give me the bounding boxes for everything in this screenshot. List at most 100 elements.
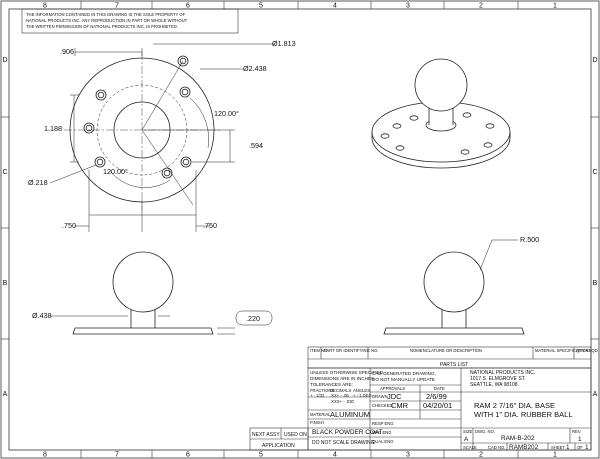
date-label: DATE bbox=[434, 386, 445, 391]
tolerance-fractions-value: + - 1/32 bbox=[310, 393, 325, 398]
front-ball bbox=[112, 251, 174, 313]
dim-angle-bottom: 120.00° bbox=[103, 167, 128, 176]
cad-no-label: CAD NO. bbox=[488, 445, 505, 450]
tolerance-line: UNLESS OTHERWISE SPECIFIED bbox=[310, 370, 384, 375]
of-label: OF bbox=[577, 445, 583, 450]
finish-label: FINISH bbox=[310, 420, 324, 425]
zone-row-label: D bbox=[592, 57, 597, 64]
zone-col-label: 5 bbox=[259, 452, 263, 459]
tolerance-decimals-value: .XX+ - .06 bbox=[330, 393, 349, 398]
of-value: 1 bbox=[585, 444, 589, 451]
top-view bbox=[49, 43, 275, 232]
front-view bbox=[50, 251, 273, 335]
zone-row-label: A bbox=[3, 391, 8, 398]
tolerance-angles-value: + - 1 DEG bbox=[353, 393, 372, 398]
company-name: NATIONAL PRODUCTS INC. bbox=[470, 370, 535, 376]
tolerance-angles-label: ANGLES bbox=[353, 388, 370, 393]
zone-col-label: 1 bbox=[553, 452, 557, 459]
parts-list-title: PARTS LIST bbox=[440, 362, 468, 368]
zone-col-label: 8 bbox=[43, 452, 47, 459]
notice-line: THE INFORMATION CONTAINED IN THIS DRAWIN… bbox=[26, 12, 186, 17]
front-base bbox=[72, 327, 214, 335]
dim-base-dia: Ø2.438 bbox=[243, 64, 267, 73]
qual-eng-label: QUAL ENG bbox=[372, 439, 394, 444]
company-address: 1017 S. ELMGROVE ST. bbox=[470, 376, 526, 382]
zone-col-label: 4 bbox=[333, 3, 337, 10]
title-block: UNLESS OTHERWISE SPECIFIED DIMENSIONS AR… bbox=[249, 367, 592, 451]
isometric-view bbox=[371, 58, 511, 169]
proprietary-notice: THE INFORMATION CONTAINED IN THIS DRAWIN… bbox=[21, 8, 239, 34]
drawing-title: RAM 2 7/16" DIA. BASE bbox=[474, 401, 555, 410]
used-on-label: USED ON bbox=[284, 432, 307, 438]
dim-ball-radius: R.500 bbox=[520, 235, 539, 244]
application-label: APPLICATION bbox=[262, 443, 295, 449]
dim-hole-spacing: 1.188 bbox=[44, 124, 62, 133]
zone-labels-bottom: 8 7 6 5 4 3 2 1 bbox=[43, 452, 557, 459]
dim-neck-dia: Ø.438 bbox=[32, 311, 52, 320]
dim-base-thickness: .220 bbox=[246, 314, 260, 323]
cad-note: DO NOT MANUALLY UPDATE bbox=[372, 377, 435, 382]
col-qty: QTY REQD bbox=[576, 348, 598, 353]
zone-col-label: 7 bbox=[115, 3, 119, 10]
checked-by: CMR bbox=[391, 401, 409, 410]
resp-eng-label: RESP ENG bbox=[372, 421, 394, 426]
checked-date: 04/20/01 bbox=[423, 401, 452, 410]
material-label: MATERIAL bbox=[310, 412, 331, 417]
zone-col-label: 3 bbox=[406, 3, 410, 10]
col-material: MATERIAL SPECIFICATION bbox=[535, 348, 588, 353]
zone-col-label: 2 bbox=[479, 452, 483, 459]
dim-hole-circle-dia: Ø1.813 bbox=[272, 39, 296, 48]
size-label: SIZE bbox=[463, 429, 473, 434]
zone-col-label: 2 bbox=[479, 3, 483, 10]
dwg-no-label: DWG. NO. bbox=[475, 429, 495, 434]
dim-offset-right: .594 bbox=[249, 141, 263, 150]
dim-angle-right: 120.00° bbox=[214, 109, 239, 118]
sheet-label: SHEET bbox=[551, 445, 565, 450]
tolerance-fractions-label: FRACTIONS bbox=[310, 388, 334, 393]
do-not-scale-note: DO NOT SCALE DRAWING bbox=[312, 440, 375, 446]
zone-labels-top: 8 7 6 5 4 3 2 1 bbox=[43, 3, 557, 10]
top-view-dimensions: .906 Ø1.813 Ø2.438 120.00° 1.188 .594 Ø.… bbox=[28, 39, 296, 230]
zone-labels-left: D C B A bbox=[2, 57, 7, 398]
zone-col-label: 7 bbox=[115, 452, 119, 459]
side-view bbox=[383, 239, 525, 335]
zone-col-label: 4 bbox=[333, 452, 337, 459]
tolerance-decimals-label: DECIMALS bbox=[330, 388, 352, 393]
col-nomenclature: NOMENCLATURE OR DESCRIPTION bbox=[410, 348, 482, 353]
next-assy-label: NEXT ASSY bbox=[252, 432, 280, 438]
dim-hole-dia: Ø.218 bbox=[28, 178, 48, 187]
zone-row-label: B bbox=[3, 280, 8, 287]
dim-hole-offset: .906 bbox=[60, 47, 74, 56]
drawn-label: DRAWN bbox=[372, 394, 388, 399]
side-base bbox=[383, 327, 525, 335]
material-value: ALUMINUM bbox=[330, 410, 370, 419]
zone-col-label: 8 bbox=[43, 3, 47, 10]
approvals-label: APPROVALS bbox=[380, 386, 405, 391]
notice-line: NATIONAL PRODUCTS INC. ANY REPRODUCTION … bbox=[26, 18, 188, 23]
dwg-no-value: RAM-B-202 bbox=[501, 435, 535, 442]
cad-no-value: RAMB202 bbox=[509, 444, 539, 451]
zone-row-label: D bbox=[2, 57, 7, 64]
drawing-title: WITH 1" DIA. RUBBER BALL bbox=[474, 410, 573, 419]
mfg-eng-label: MFG ENG bbox=[372, 430, 392, 435]
cad-note: CAD GENERATED DRAWING, bbox=[372, 371, 436, 376]
zone-row-label: C bbox=[592, 169, 597, 176]
zone-row-label: B bbox=[593, 280, 598, 287]
rev-label: REV bbox=[572, 429, 581, 434]
col-item: ITEM NO. bbox=[310, 348, 329, 353]
drawn-date: 2/6/99 bbox=[426, 392, 447, 401]
dim-right-width: .750 bbox=[203, 221, 217, 230]
zone-col-label: 3 bbox=[406, 452, 410, 459]
parts-list: ITEM NO. PART OR IDENTIFYING NO. NOMENCL… bbox=[307, 346, 598, 369]
size-value: A bbox=[464, 436, 469, 443]
zone-row-label: A bbox=[593, 391, 598, 398]
tolerance-decimals-value-2: .XXX+ - .030 bbox=[330, 399, 355, 404]
zone-col-label: 6 bbox=[186, 3, 190, 10]
side-ball bbox=[423, 251, 485, 313]
sheet-value: 1 bbox=[566, 444, 570, 451]
zone-labels-right: D C B A bbox=[592, 57, 597, 398]
dim-left-width: .750 bbox=[62, 221, 76, 230]
